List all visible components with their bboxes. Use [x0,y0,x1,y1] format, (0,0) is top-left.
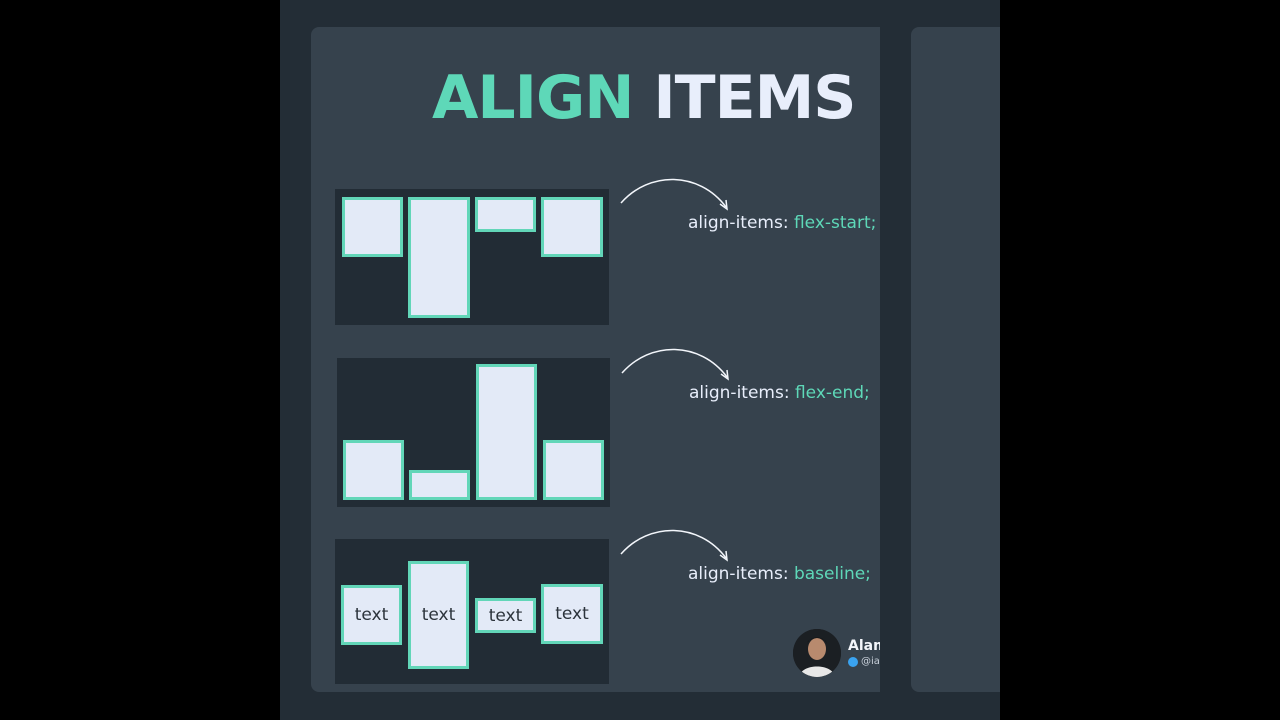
flex-item [343,440,404,500]
code-property: align-items: [688,213,789,233]
flex-item [543,440,604,500]
code-baseline: align-items: baseline; [688,564,871,584]
flex-item: text [341,585,402,645]
flex-item [342,197,403,257]
curved-arrow-icon [620,178,728,211]
flex-item [408,197,470,318]
baseline-demo: text text text text [335,539,609,684]
box-text: text [354,605,389,625]
code-flex-start: align-items: flex-start; ( [688,213,880,233]
author-handle: @iar [848,656,880,667]
flex-item: text [541,584,603,644]
code-value: baseline; [793,564,871,584]
flex-end-demo [337,358,610,507]
flex-item: text [408,561,469,669]
next-card-peek [911,27,1000,692]
author-name: Alam [848,638,880,654]
title-part-align: ALIGN [432,63,634,133]
box-text: text [555,604,589,624]
flex-item [541,197,603,257]
author-handle-text: @iar [861,656,880,667]
flex-item [409,470,470,500]
avatar [793,629,841,677]
code-property: align-items: [688,564,789,584]
box-text: text [488,605,523,626]
person-icon [793,629,841,677]
slide-stage: ALIGN ITEMS align-items: flex-start; ( [280,0,1000,720]
code-property: align-items: [689,383,790,403]
flex-start-demo [335,189,609,325]
title-part-items: ITEMS [653,63,856,133]
align-items-card: ALIGN ITEMS align-items: flex-start; ( [311,27,880,692]
code-value: flex-end; [794,383,870,403]
curved-arrow-icon [621,348,729,381]
curved-arrow-icon [620,529,728,562]
slide-title: ALIGN ITEMS [432,63,857,133]
code-flex-end: align-items: flex-end; [689,383,870,403]
code-value: flex-start; [793,213,877,233]
twitter-icon [848,656,858,667]
flex-item [475,197,536,232]
flex-item [476,364,537,500]
box-text: text [421,605,456,625]
flex-item: text [475,598,536,633]
